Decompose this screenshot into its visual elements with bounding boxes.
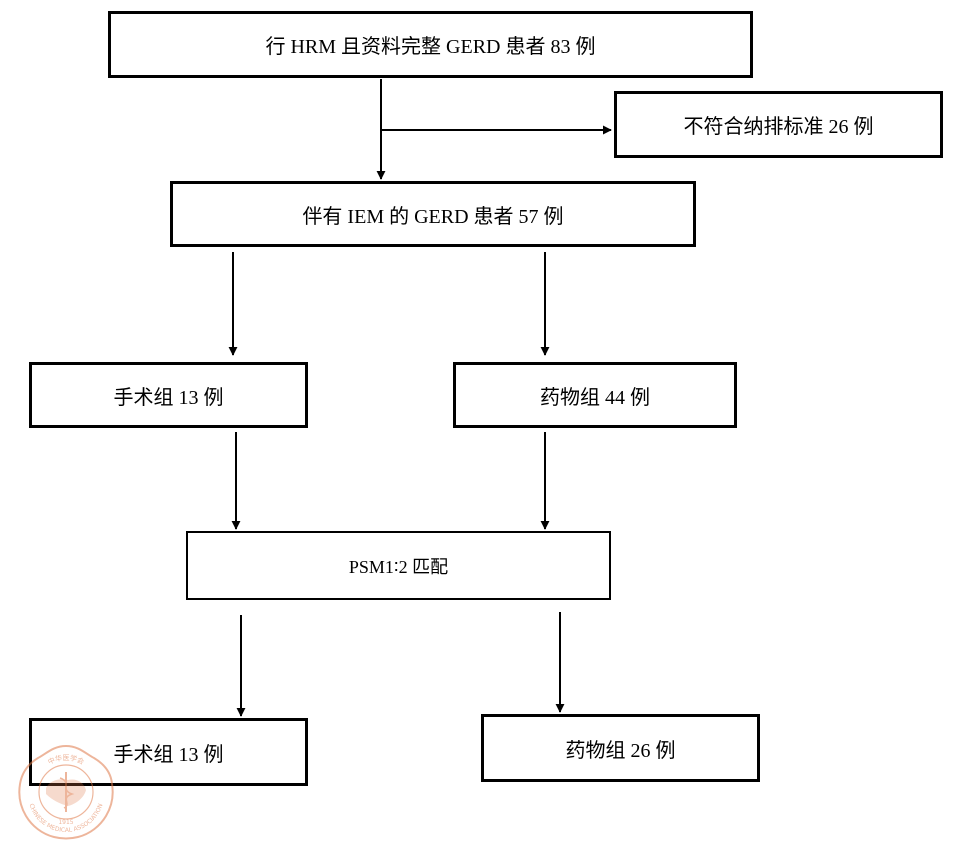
iem-patients-label: 伴有 IEM 的 GERD 患者 57 例: [302, 205, 564, 228]
box-drug-group-after: 药物组 26 例: [481, 714, 760, 782]
svg-text:1915: 1915: [58, 819, 73, 826]
drug-group-before-label: 药物组 44 例: [540, 386, 650, 409]
box-drug-group-before: 药物组 44 例: [453, 362, 737, 428]
box-surgery-group-after: 手术组 13 例: [29, 718, 308, 786]
box-surgery-group-before: 手术组 13 例: [29, 362, 308, 428]
svg-text:中华医学会: 中华医学会: [46, 753, 85, 766]
surgery-group-after-label: 手术组 13 例: [113, 743, 224, 766]
psm-matching-label: PSM1∶2 匹配: [348, 556, 449, 577]
surgery-group-before-label: 手术组 13 例: [113, 386, 224, 409]
drug-group-after-label: 药物组 26 例: [565, 739, 676, 762]
box-total-patients: 行 HRM 且资料完整 GERD 患者 83 例: [108, 11, 753, 78]
box-excluded: 不符合纳排标准 26 例: [614, 91, 943, 158]
total-patients-label: 行 HRM 且资料完整 GERD 患者 83 例: [265, 36, 596, 58]
box-psm-matching: PSM1∶2 匹配: [186, 531, 611, 600]
box-iem-patients: 伴有 IEM 的 GERD 患者 57 例: [170, 181, 696, 247]
association-seal-logo: 中华医学会 CHINESE MEDICAL ASSOCIATION 1915: [18, 744, 114, 840]
excluded-label: 不符合纳排标准 26 例: [683, 116, 874, 138]
